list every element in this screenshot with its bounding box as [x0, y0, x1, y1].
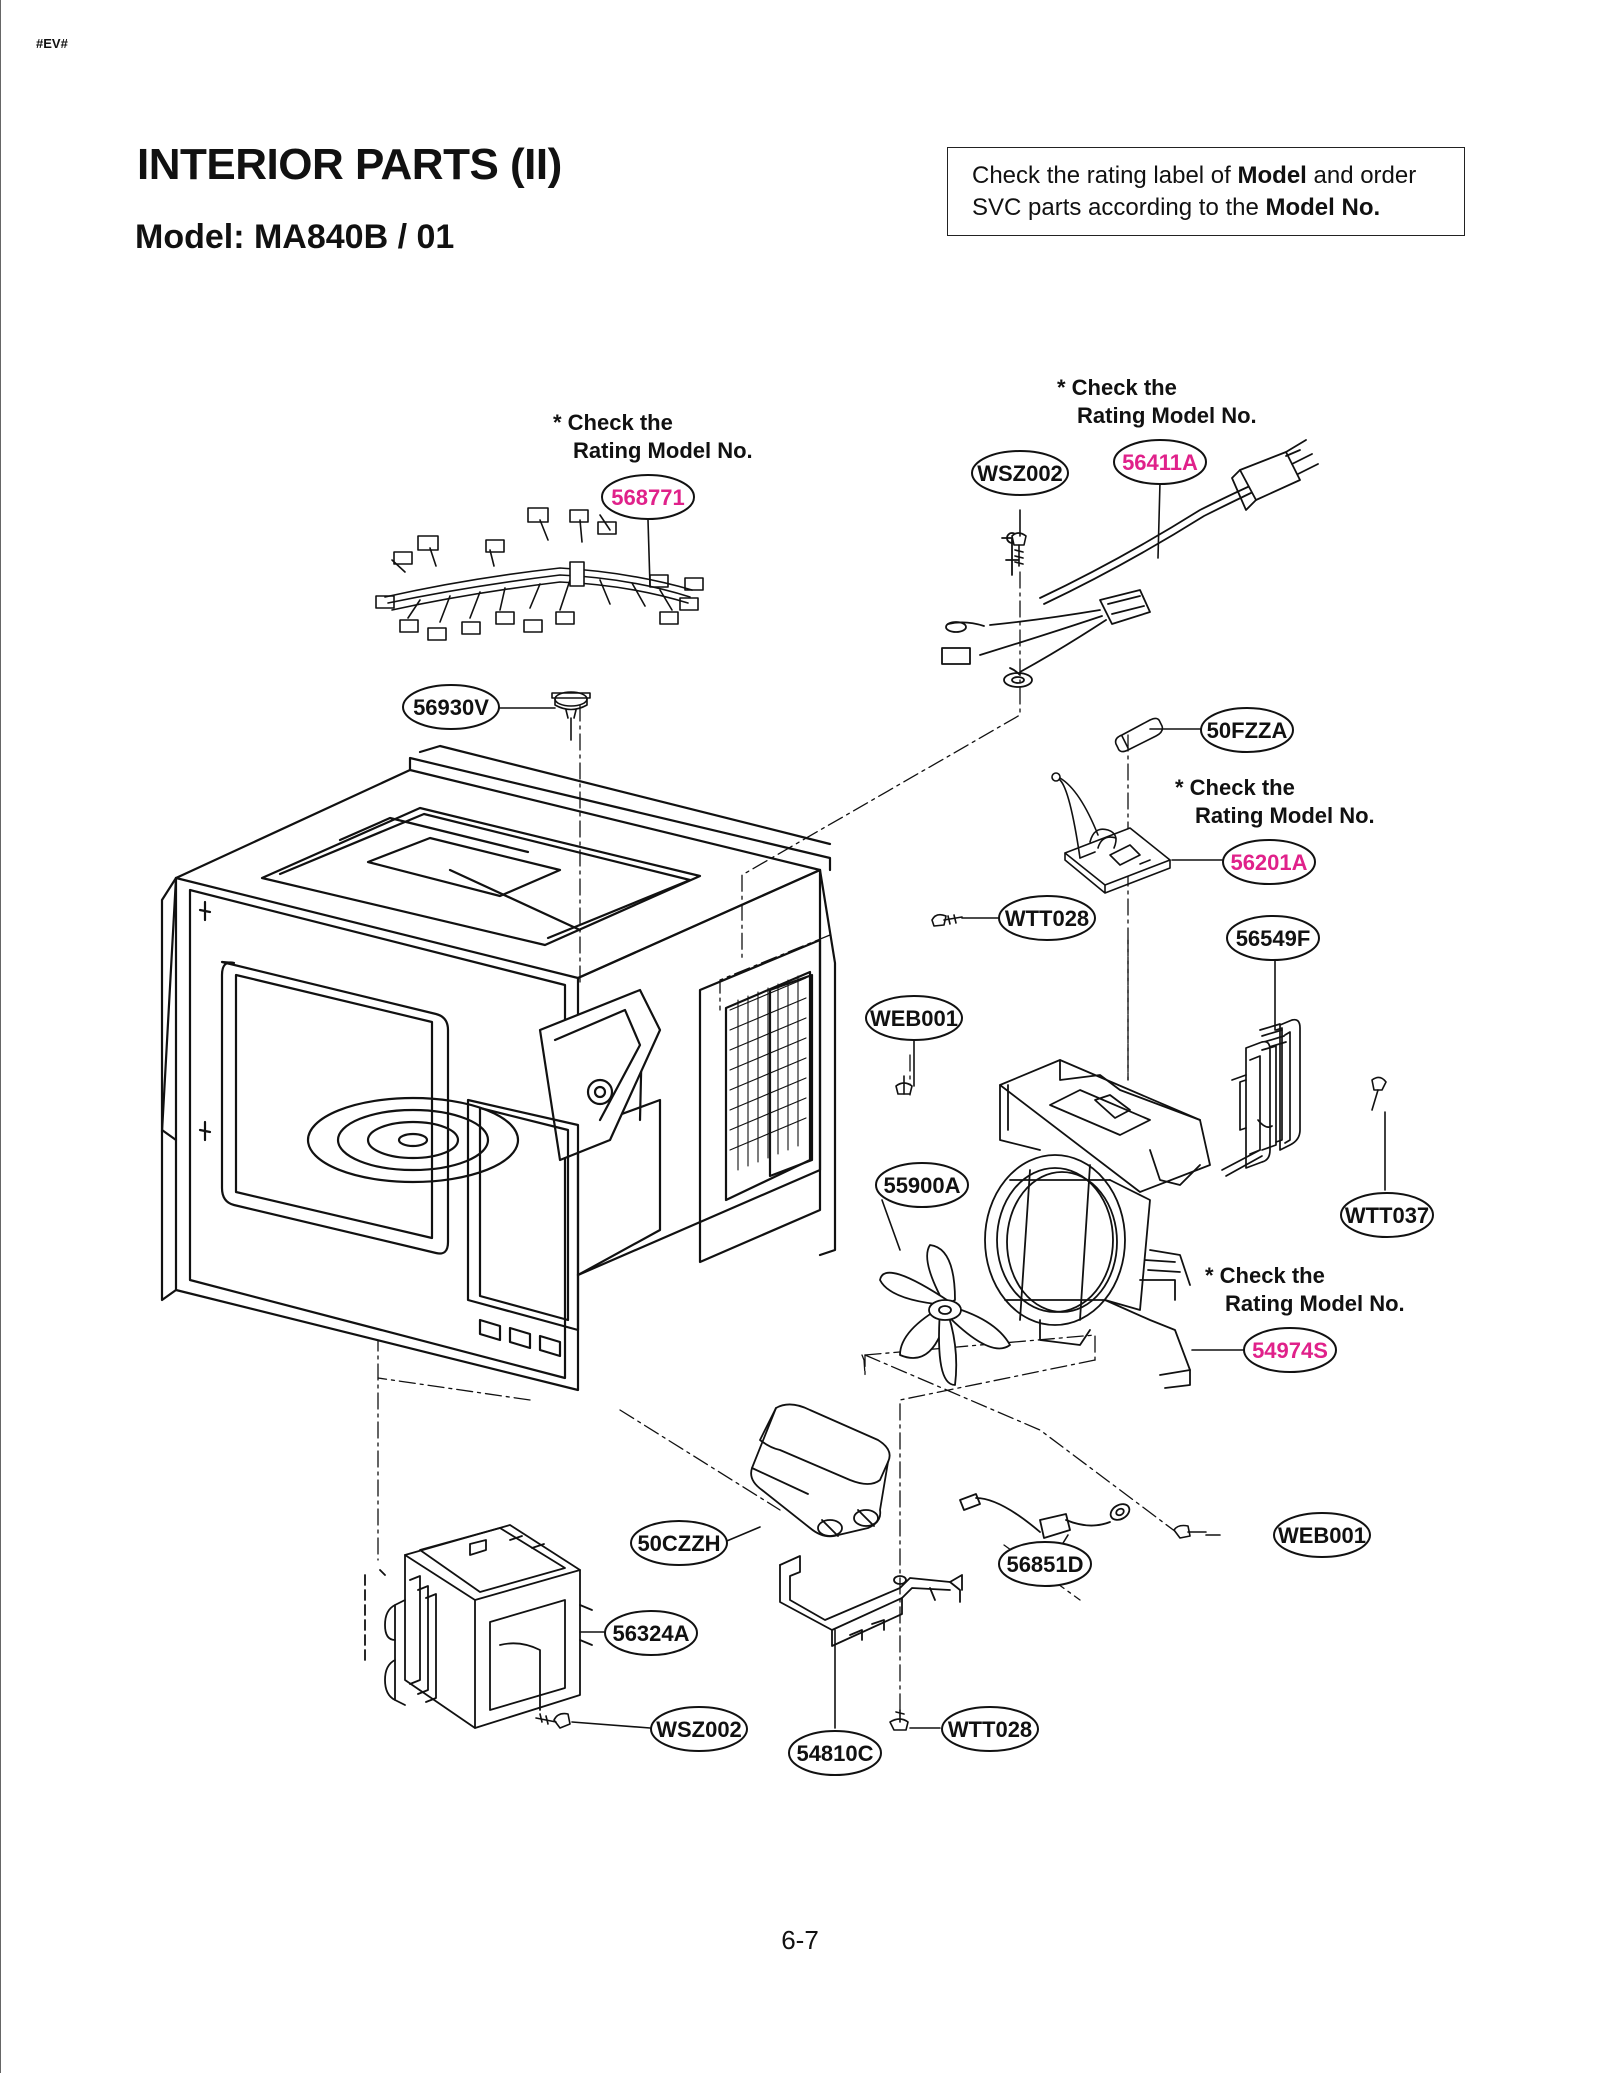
- screw-wsz002-bot: [535, 1712, 571, 1729]
- callout-labels: 568771 56411A WSZ002 56930V 50FZZA 56201…: [413, 450, 1429, 1766]
- notice-bold-model-no: Model No.: [1265, 194, 1381, 221]
- screws: [535, 532, 1387, 1731]
- screw-web001-top: [895, 1075, 913, 1095]
- callout-web001-top: WEB001: [870, 1006, 958, 1031]
- callout-568771: 568771: [611, 485, 684, 510]
- page-left-border: [0, 0, 1, 2073]
- corner-code: #EV#: [36, 36, 68, 51]
- air-guide-duct: [984, 1059, 1211, 1389]
- callout-wsz002-bot: WSZ002: [656, 1717, 742, 1742]
- callout-56201a: 56201A: [1230, 850, 1307, 875]
- callout-50czzh: 50CZZH: [637, 1531, 720, 1556]
- screw-wtt037: [1371, 1076, 1387, 1111]
- callout-54974s: 54974S: [1252, 1338, 1328, 1363]
- rating-check-notes: * Check the Rating Model No. * Check the…: [553, 375, 1405, 1316]
- callout-54810c: 54810C: [796, 1741, 873, 1766]
- magnetron: [364, 1524, 593, 1729]
- leader-lines: [495, 481, 1386, 1729]
- check-note-cord-line1: * Check the: [1057, 375, 1177, 400]
- screw-wtt028-top: [931, 913, 963, 927]
- thermostat-part: [551, 691, 591, 741]
- check-note-duct-line2: Rating Model No.: [1225, 1291, 1405, 1316]
- page-number: 6-7: [781, 1925, 819, 1955]
- callout-wtt028-bot: WTT028: [948, 1717, 1032, 1742]
- check-note-harness-line1: * Check the: [553, 410, 673, 435]
- fuse-part: [1114, 717, 1164, 753]
- noise-filter-board: [1051, 772, 1171, 894]
- screw-wtt028-bot: [889, 1709, 909, 1731]
- callout-wtt028-top: WTT028: [1005, 906, 1089, 931]
- rating-label-notice: Check the rating label of Model and orde…: [947, 147, 1465, 236]
- callout-56851d: 56851D: [1006, 1552, 1083, 1577]
- hv-capacitor: [750, 1403, 891, 1538]
- fan-motor: [1221, 1018, 1301, 1177]
- callout-56930v: 56930V: [413, 695, 489, 720]
- callout-50fzza: 50FZZA: [1207, 718, 1288, 743]
- check-note-filter-line2: Rating Model No.: [1195, 803, 1375, 828]
- callout-web001-bot: WEB001: [1278, 1523, 1366, 1548]
- callout-56549f: 56549F: [1236, 926, 1311, 951]
- oven-cavity: [160, 744, 837, 1392]
- callout-55900a: 55900A: [883, 1173, 960, 1198]
- check-note-filter-line1: * Check the: [1175, 775, 1295, 800]
- notice-prefix: Check the rating label of: [972, 162, 1238, 189]
- wire-harness: [375, 507, 704, 641]
- thermal-sensor: [959, 1493, 1131, 1539]
- model-subtitle: Model: MA840B / 01: [135, 218, 455, 256]
- screw-web001-bot: [1173, 1524, 1207, 1539]
- notice-middle: and order SVC parts according to the: [972, 162, 1417, 221]
- callout-56324a: 56324A: [612, 1621, 689, 1646]
- vent-grille: [729, 975, 807, 1171]
- page-title: INTERIOR PARTS (II): [137, 140, 562, 189]
- callout-ovals: [402, 439, 1434, 1776]
- screw-wsz002-top: [1011, 532, 1027, 567]
- check-note-harness-line2: Rating Model No.: [573, 438, 753, 463]
- capacitor-bracket: [779, 1555, 963, 1647]
- notice-bold-model: Model: [1237, 162, 1307, 189]
- callout-56411a: 56411A: [1122, 450, 1198, 475]
- check-note-duct-line1: * Check the: [1205, 1263, 1325, 1288]
- callout-wsz002-top: WSZ002: [977, 461, 1063, 486]
- fan-blade: [879, 1244, 1011, 1386]
- check-note-cord-line2: Rating Model No.: [1077, 403, 1257, 428]
- callout-wtt037: WTT037: [1345, 1203, 1429, 1228]
